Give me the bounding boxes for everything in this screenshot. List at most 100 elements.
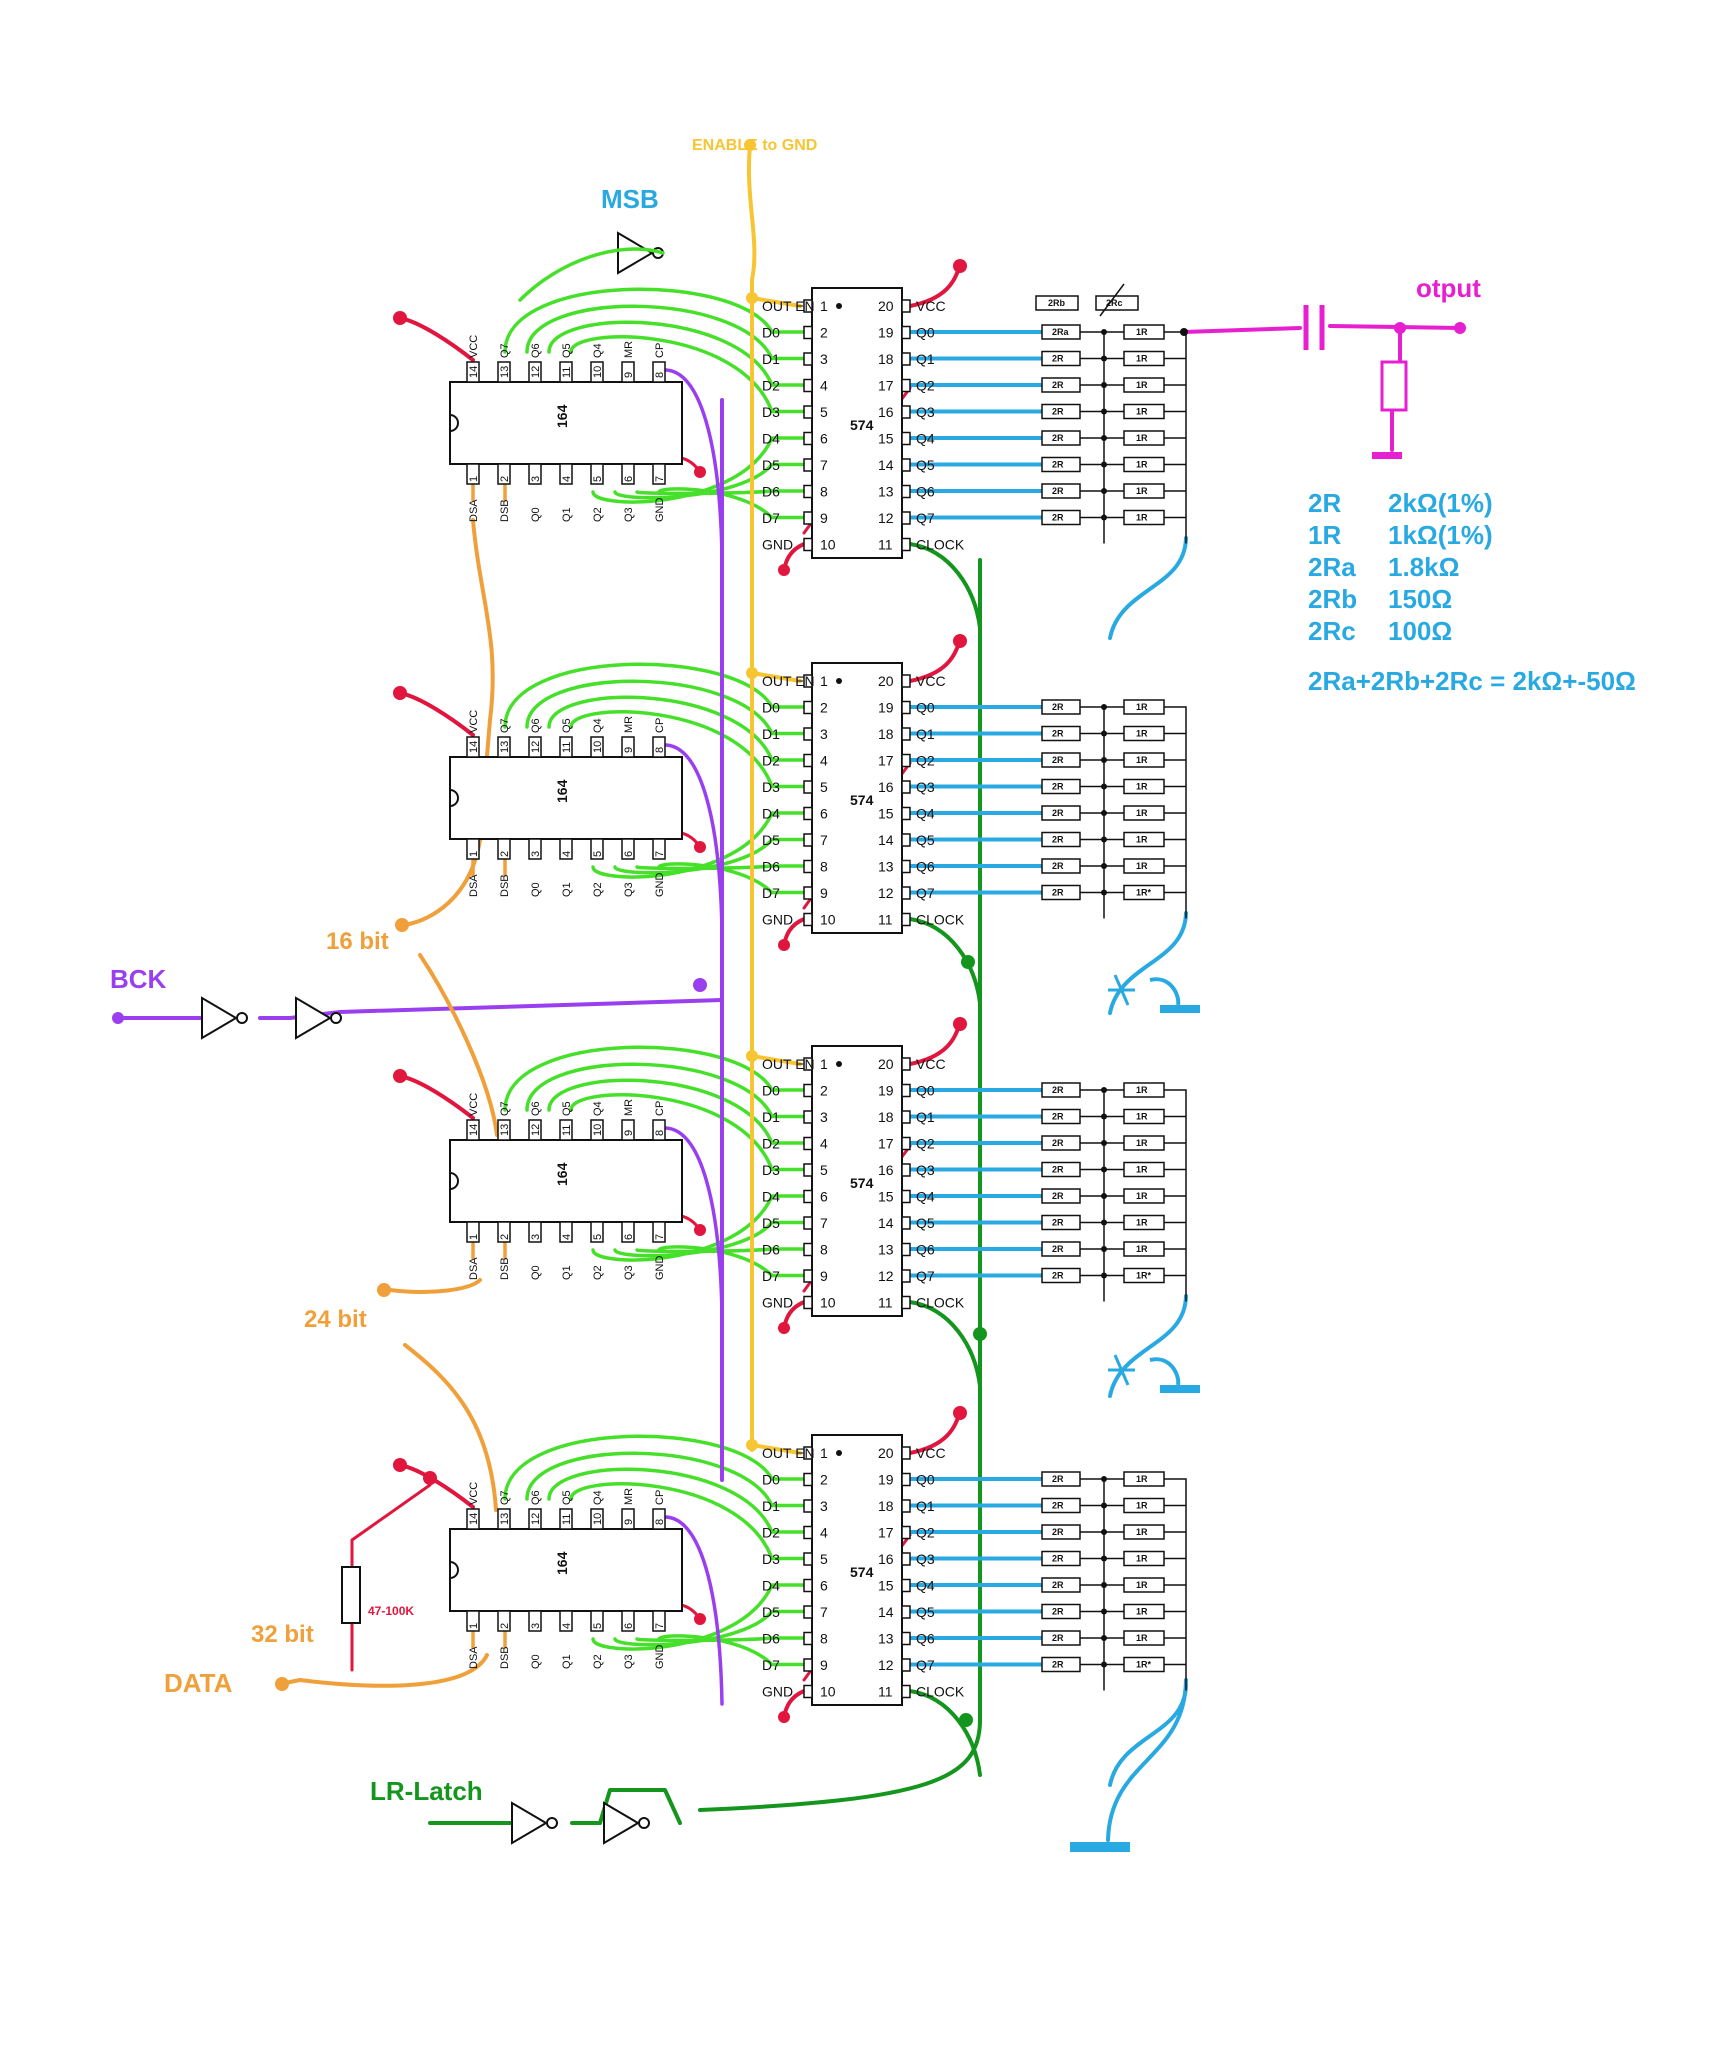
ladder-link	[1080, 1531, 1124, 1558]
vcc-wire	[398, 1463, 475, 1509]
pin-name: Q1	[916, 1109, 935, 1125]
chip-pin-top	[559, 1508, 573, 1530]
ladder-link	[1080, 865, 1124, 892]
pin-number: 7	[820, 457, 828, 473]
pin-name: Q6	[916, 859, 935, 875]
resistor-label: 1R	[1136, 1191, 1148, 1201]
chip-pin-left	[803, 886, 813, 900]
chip-pin-left	[803, 1110, 813, 1124]
chip-pin-bottom	[528, 838, 542, 860]
ladder-rail	[1164, 516, 1187, 544]
chip-pin-top	[466, 736, 480, 758]
gnd-dot	[694, 1224, 706, 1236]
pin-name: Q0	[916, 325, 935, 341]
pin-number: 4	[561, 851, 573, 857]
chip-pin-left	[803, 537, 813, 552]
chip-pin-left	[803, 484, 813, 499]
chip-pin-right	[901, 674, 911, 688]
pin-name: Q6	[916, 484, 935, 500]
chip-pin-right	[901, 833, 911, 847]
chip-pin-right	[901, 1631, 911, 1646]
resistor-label: 2R	[1052, 486, 1064, 496]
lr-latch-wire	[428, 1788, 682, 1825]
resistor-label: 2R	[1052, 513, 1064, 523]
pin-name: D7	[762, 1268, 780, 1284]
pin-name: Q3	[916, 1162, 935, 1178]
chip-164-part: 164	[554, 1162, 570, 1186]
latch-clock-bus	[698, 558, 982, 1812]
ladder-rail	[1164, 384, 1187, 411]
resistor-label: 1R	[1136, 702, 1148, 712]
chip-pin-bottom	[590, 463, 604, 485]
pin-number: 13	[878, 859, 894, 875]
chip-pin-left	[803, 511, 813, 525]
pin-number: 1	[820, 1056, 828, 1072]
pin-name: Q5	[916, 457, 935, 473]
ladder-rail	[1164, 437, 1187, 464]
ladder-rail	[1164, 812, 1187, 839]
bck-label: BCK	[110, 964, 167, 994]
pin-number: 20	[878, 1056, 894, 1072]
resistor-label: 2Rb	[1048, 298, 1066, 308]
pin-number: 18	[878, 1498, 894, 1514]
resistor-label: 2R	[1052, 1474, 1064, 1484]
pin-number: 19	[878, 700, 894, 716]
ladder-rail	[1164, 1663, 1187, 1691]
pin-number: 6	[623, 851, 635, 857]
chip-pin-right	[901, 912, 911, 927]
chip-pin-right	[901, 1136, 911, 1151]
chip-pin-right	[901, 859, 911, 874]
resistor-label: 2Ra	[1052, 327, 1070, 337]
chip-pin-right	[901, 1163, 911, 1177]
pin-number: 12	[530, 366, 542, 378]
inverter-triangle	[603, 1801, 640, 1845]
chip-pin-top	[466, 1508, 480, 1530]
chip-pin-bottom	[466, 1221, 480, 1243]
data-bus-wire	[525, 1062, 806, 1119]
pin-number: 1	[468, 476, 480, 482]
pin-number: 14	[878, 1604, 894, 1620]
pin-number: 17	[878, 1136, 894, 1152]
inverter-triangle	[201, 996, 238, 1040]
resistor-label: 2R	[1052, 1244, 1064, 1254]
chip-pin-top	[528, 361, 542, 383]
resistor-label: 2R	[1052, 755, 1064, 765]
resistor-label: 2R	[1052, 808, 1064, 818]
pin-name: D2	[762, 753, 780, 769]
pin-number: 13	[878, 1631, 894, 1647]
pin-number: 10	[592, 741, 604, 753]
gnd-dot	[694, 466, 706, 478]
pin-number: 18	[878, 1109, 894, 1125]
pin-name: Q4	[916, 431, 935, 447]
bck-input-dot	[112, 1012, 124, 1024]
pin-name: D1	[762, 726, 780, 742]
latch-clock-wire	[908, 917, 982, 1005]
pin-number: 7	[820, 1215, 828, 1231]
pin1-marker	[836, 1061, 842, 1067]
pin-name: D6	[762, 859, 780, 875]
pin-number: 6	[623, 1623, 635, 1629]
resistor-label: 1R	[1136, 486, 1148, 496]
resistor-label: 1R	[1136, 1085, 1148, 1095]
resistor-label: 2R	[1052, 861, 1064, 871]
chip-pin-top	[590, 736, 604, 758]
ladder-rail	[1164, 891, 1187, 919]
pin-name: DSB	[499, 874, 511, 897]
pin-name: DSB	[499, 499, 511, 522]
chip-pin-top	[590, 1119, 604, 1141]
pin-name: Q0	[916, 1083, 935, 1099]
pin-number: 2	[820, 1472, 828, 1488]
pin-number: 13	[499, 741, 511, 753]
resistor-label: 1R	[1136, 1244, 1148, 1254]
pin-number: 5	[820, 1551, 828, 1567]
pin-name: Q3	[916, 779, 935, 795]
legend-value: 1kΩ(1%)	[1388, 520, 1493, 550]
chip-pin-right	[901, 484, 911, 499]
lr-latch-label: LR-Latch	[370, 1776, 483, 1806]
pin-number: 9	[623, 1130, 635, 1136]
pin-name: CP	[654, 1101, 666, 1116]
chip-pin-right	[901, 700, 911, 715]
ladder-node	[1101, 1219, 1107, 1226]
pin-number: 11	[878, 1295, 893, 1311]
